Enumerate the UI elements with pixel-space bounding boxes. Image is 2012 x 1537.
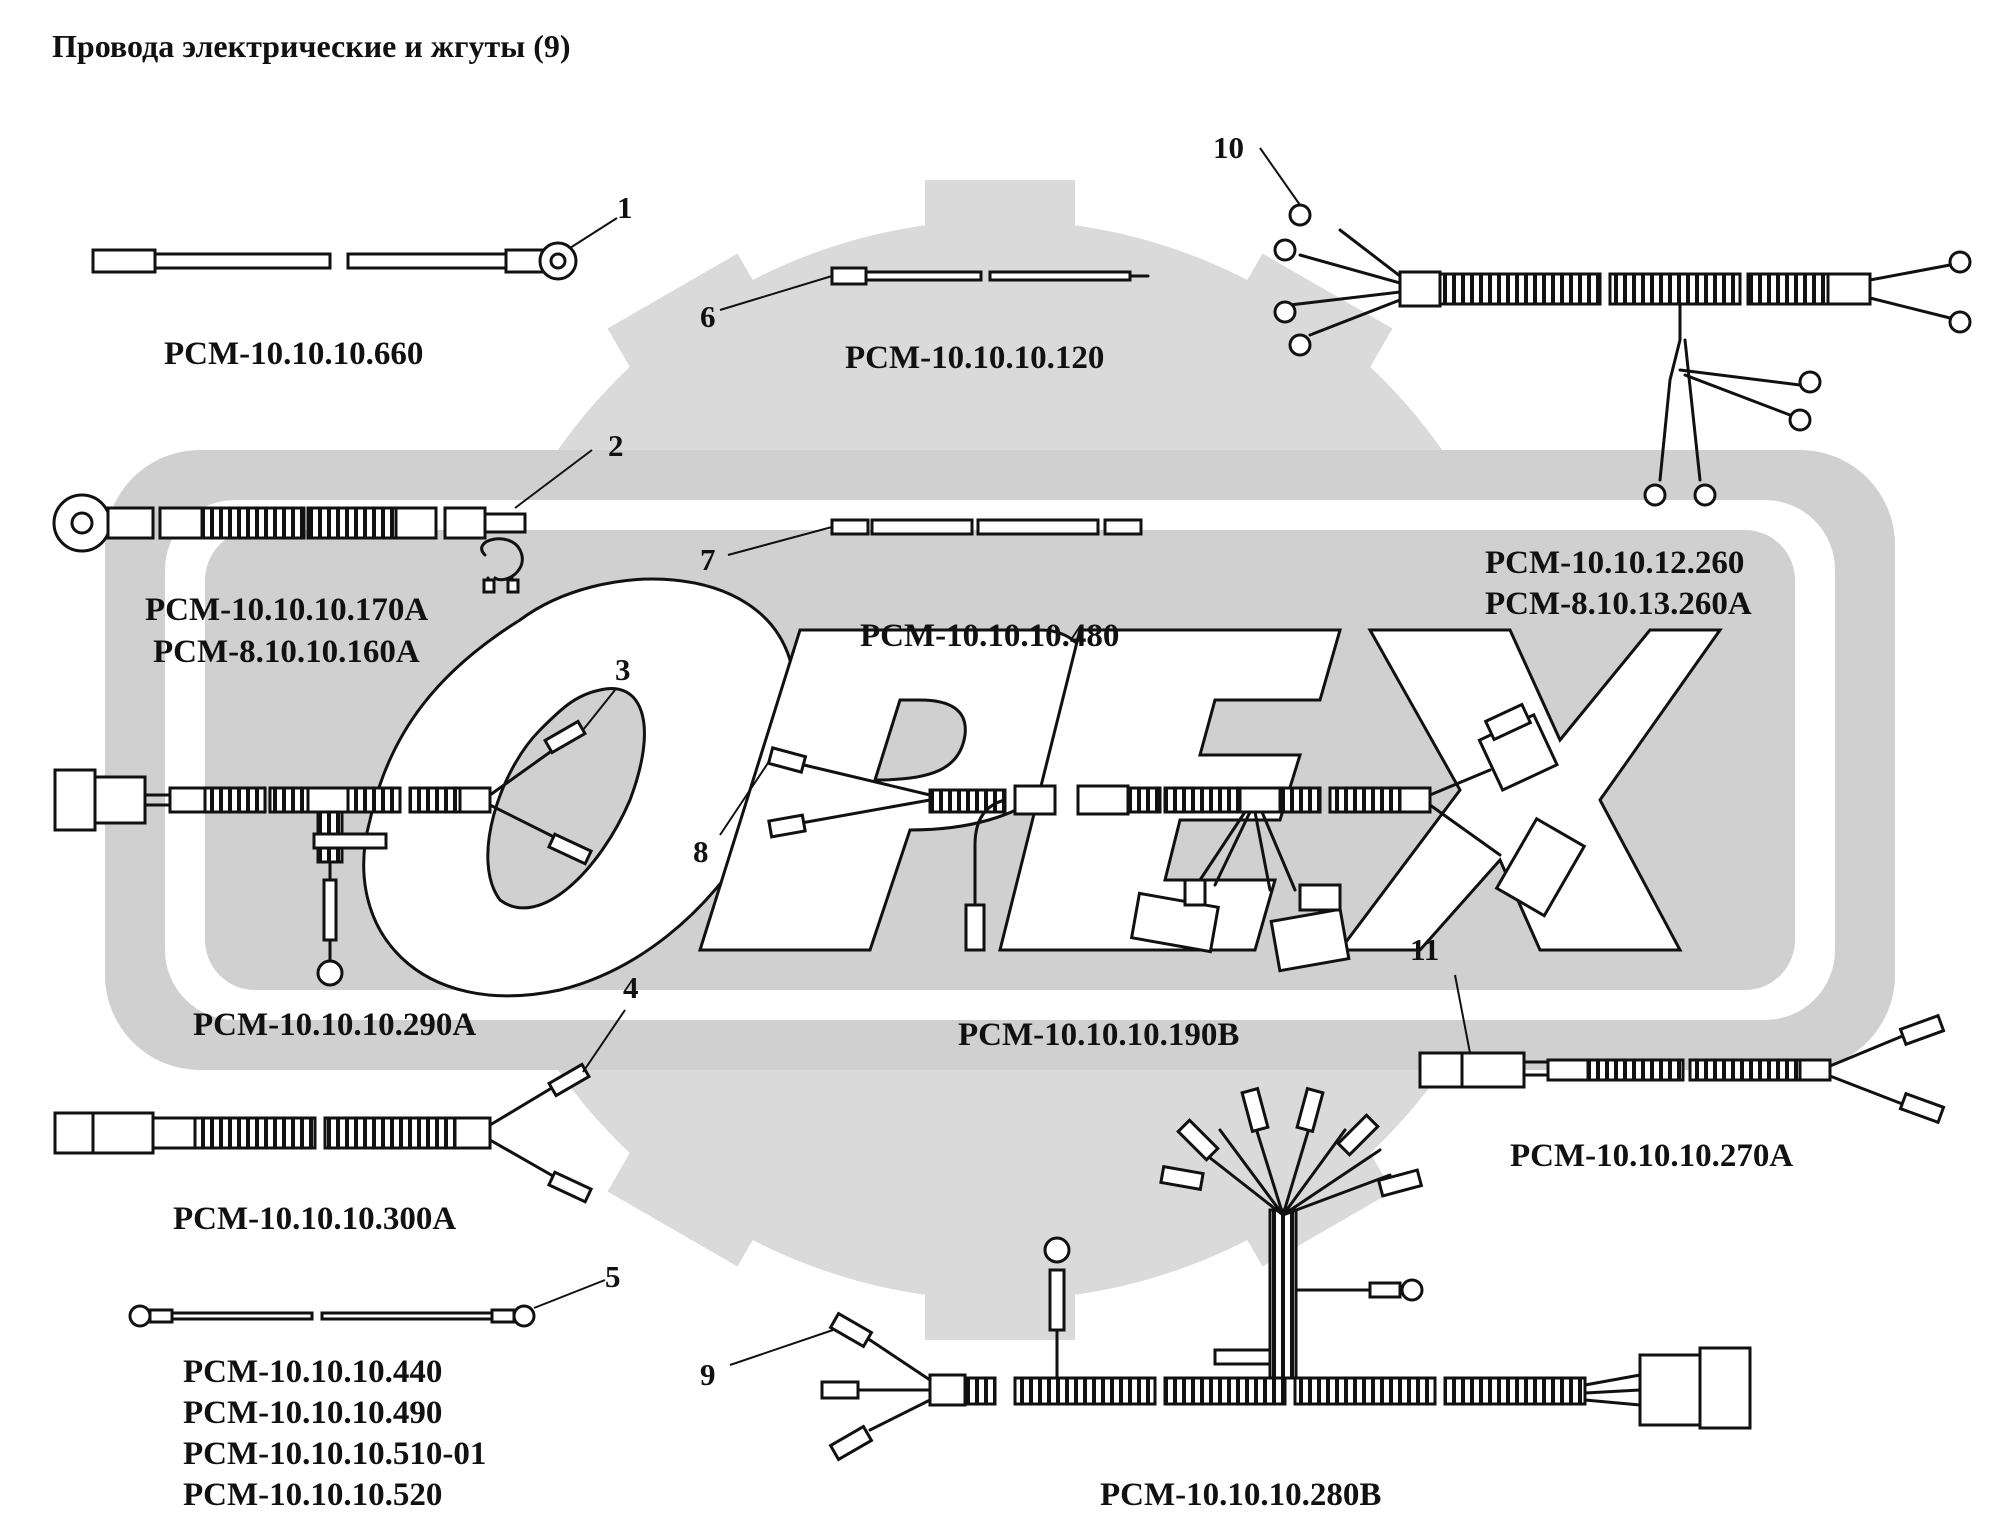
callout-number-2: 2 bbox=[608, 428, 624, 463]
callout-group-1: 1 PCM-10.10.10.660 bbox=[164, 190, 633, 372]
part-code-8a: PCM-10.10.10.190B bbox=[958, 1017, 1239, 1053]
callout-number-1: 1 bbox=[617, 190, 633, 225]
part-code-7a: PCM-10.10.10.480 bbox=[860, 618, 1119, 654]
harness-part-9 bbox=[729, 1086, 1752, 1462]
callout-number-3: 3 bbox=[615, 652, 631, 687]
callout-group-3: 3 PCM-10.10.10.290A bbox=[193, 652, 631, 1043]
part-code-4a: PCM-10.10.10.300A bbox=[173, 1201, 456, 1237]
part-code-5a: PCM-10.10.10.440 bbox=[183, 1354, 442, 1390]
part-code-5d: PCM-10.10.10.520 bbox=[183, 1477, 442, 1513]
callout-number-6: 6 bbox=[700, 299, 716, 334]
harness-part-10 bbox=[1259, 147, 1972, 507]
callout-group-4: 4 PCM-10.10.10.300A bbox=[173, 970, 639, 1237]
part-code-10a: PCM-10.10.12.260 bbox=[1485, 545, 1744, 581]
callout-number-8: 8 bbox=[693, 834, 709, 869]
part-code-5c: PCM-10.10.10.510-01 bbox=[183, 1436, 486, 1472]
diagram-title: Провода электрические и жгуты (9) bbox=[52, 28, 571, 64]
part-code-2a: PCM-10.10.10.170A bbox=[145, 592, 428, 628]
cable-part-7 bbox=[727, 518, 1143, 556]
cable-part-1 bbox=[91, 217, 618, 281]
callout-group-2: 2 PCM-10.10.10.170A PCM-8.10.10.160A bbox=[145, 428, 624, 670]
cable-part-6 bbox=[719, 266, 1150, 311]
callout-group-10: 10 PCM-10.10.12.260 PCM-8.10.13.260A bbox=[1213, 130, 1752, 622]
callout-group-11: 11 PCM-10.10.10.270A bbox=[1410, 932, 1793, 1174]
cable-part-5 bbox=[128, 1279, 606, 1328]
callout-number-9: 9 bbox=[700, 1357, 716, 1392]
part-code-2b: PCM-8.10.10.160A bbox=[153, 634, 420, 670]
harness-part-4 bbox=[53, 1009, 626, 1204]
part-code-6a: PCM-10.10.10.120 bbox=[845, 340, 1104, 376]
harness-part-8 bbox=[719, 702, 1587, 973]
callout-group-6: 6 PCM-10.10.10.120 bbox=[700, 299, 1104, 376]
part-code-11a: PCM-10.10.10.270A bbox=[1510, 1138, 1793, 1174]
callout-number-11: 11 bbox=[1410, 932, 1439, 967]
watermark-logo bbox=[105, 180, 1895, 1340]
part-code-3a: PCM-10.10.10.290A bbox=[193, 1007, 476, 1043]
part-code-1a: PCM-10.10.10.660 bbox=[164, 336, 423, 372]
callout-group-7: 7 PCM-10.10.10.480 bbox=[700, 542, 1119, 654]
watermark-letter-o bbox=[362, 577, 797, 998]
callout-group-5: 5 PCM-10.10.10.440 PCM-10.10.10.490 PCM-… bbox=[183, 1259, 621, 1513]
part-code-5b: PCM-10.10.10.490 bbox=[183, 1395, 442, 1431]
callout-group-9: 9 PCM-10.10.10.280B bbox=[700, 1357, 1381, 1513]
harness-part-11 bbox=[1418, 974, 1946, 1125]
cable-part-2 bbox=[52, 449, 593, 594]
callout-number-7: 7 bbox=[700, 542, 716, 577]
callout-number-10: 10 bbox=[1213, 130, 1244, 165]
callout-number-4: 4 bbox=[623, 970, 639, 1005]
callout-group-8: 8 PCM-10.10.10.190B bbox=[693, 834, 1239, 1053]
callout-number-5: 5 bbox=[605, 1259, 621, 1294]
part-code-10b: PCM-8.10.13.260A bbox=[1485, 586, 1752, 622]
harness-part-3 bbox=[53, 689, 616, 987]
part-code-9a: PCM-10.10.10.280B bbox=[1100, 1477, 1381, 1513]
